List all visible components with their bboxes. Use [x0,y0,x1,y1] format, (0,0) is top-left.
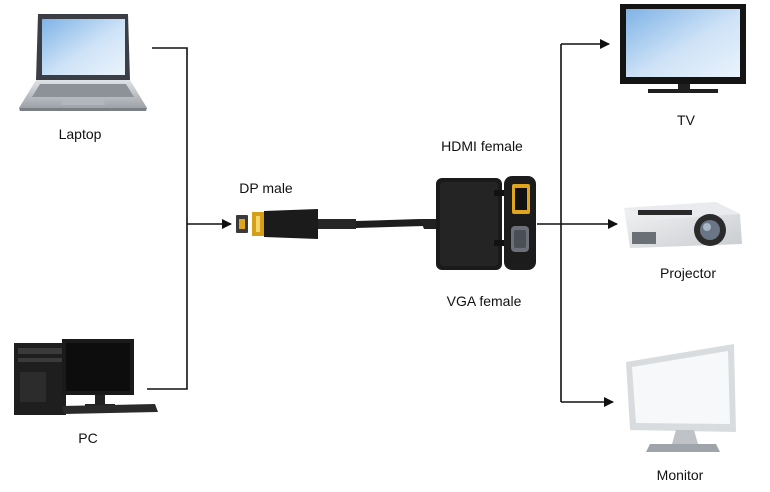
dp-male-label: DP male [239,180,293,196]
pc-icon [14,339,158,415]
hdmi-female-label: HDMI female [441,138,523,154]
monitor-label: Monitor [656,467,704,483]
vga-female-label: VGA female [446,293,522,309]
tv-icon [620,4,746,93]
output-connector-lines [537,39,618,407]
monitor-icon [626,344,736,452]
adapter-icon [436,176,536,270]
laptop-label: Laptop [58,126,102,142]
tv-label: TV [677,112,695,128]
laptop-icon [19,14,147,111]
projector-icon [624,202,742,248]
pc-label: PC [78,430,98,446]
projector-label: Projector [659,265,717,281]
dp-male-cable-icon [236,209,436,239]
input-connector-lines [147,47,232,390]
